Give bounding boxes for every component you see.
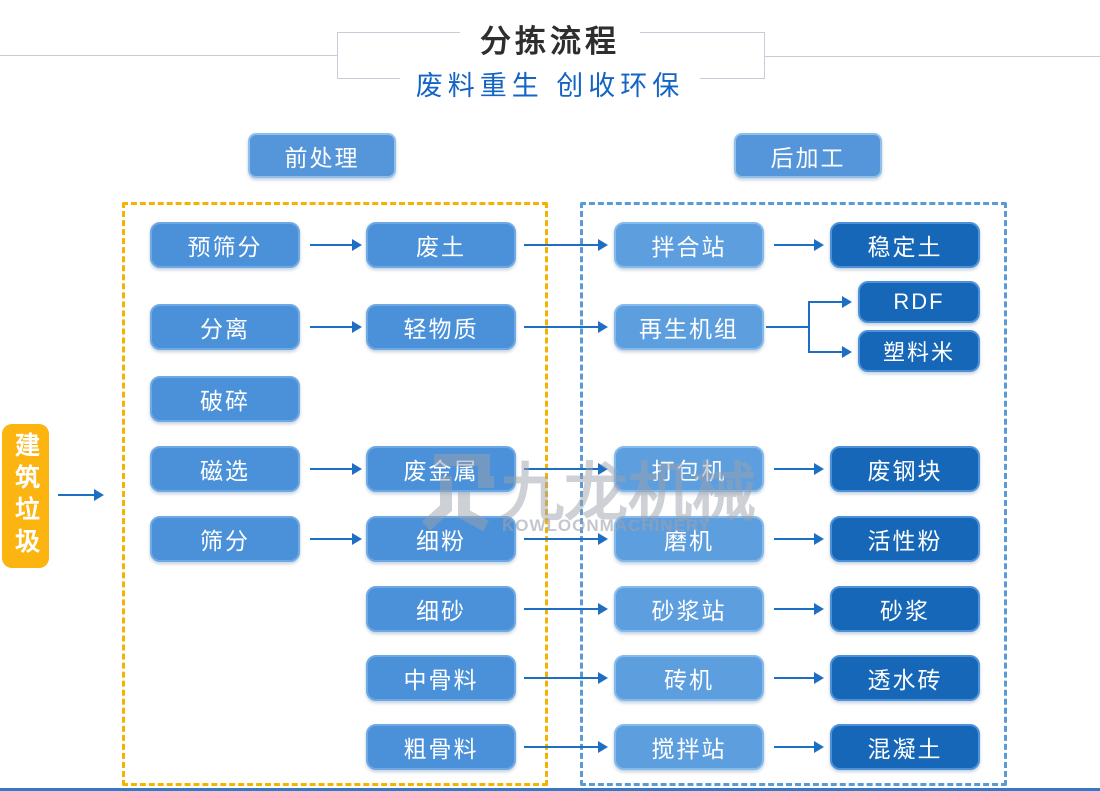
node-mortar: 砂浆 (830, 586, 980, 632)
node-mixing-station: 拌合站 (614, 222, 764, 268)
arrow-wastesoil-mixingstation (524, 239, 608, 251)
node-permeable-brick: 透水砖 (830, 655, 980, 701)
title-frame-left-line (0, 55, 337, 56)
fork-vertical-line (808, 301, 810, 353)
node-mixing-plant: 搅拌站 (614, 724, 764, 770)
arrow-coarseaggregate-mixingplant (524, 741, 608, 753)
node-crushing: 破碎 (150, 376, 300, 422)
node-plastic-pellets: 塑料米 (858, 330, 980, 372)
arrow-mortarstation-mortar (774, 603, 824, 615)
arrow-scrapmetal-baler (524, 463, 608, 475)
arrow-finepowder-mill (524, 533, 608, 545)
node-baler: 打包机 (614, 446, 764, 492)
arrow-magnetic-scrapmetal (310, 463, 362, 475)
section-label-pre-processing: 前处理 (248, 133, 396, 178)
node-scrap-metal: 废金属 (366, 446, 516, 492)
node-rdf: RDF (858, 281, 980, 323)
section-label-post-processing: 后加工 (734, 133, 882, 178)
node-magnetic-separation: 磁选 (150, 446, 300, 492)
title-frame-right-line (765, 56, 1100, 57)
fork-stub-line (766, 326, 809, 328)
node-fine-powder: 细粉 (366, 516, 516, 562)
page-title: 分拣流程 (0, 16, 1100, 61)
node-brick-machine: 砖机 (614, 655, 764, 701)
node-fine-sand: 细砂 (366, 586, 516, 632)
arrow-screening-finepowder (310, 533, 362, 545)
node-medium-aggregate: 中骨料 (366, 655, 516, 701)
arrow-prescreening-wastesoil (310, 239, 362, 251)
arrow-mixingplant-concrete (774, 741, 824, 753)
page-subtitle: 废料重生 创收环保 (0, 64, 1100, 103)
node-concrete: 混凝土 (830, 724, 980, 770)
node-waste-soil: 废土 (366, 222, 516, 268)
arrow-brickmachine-permeablebrick (774, 672, 824, 684)
arrow-regeneration-plasticpellets (808, 346, 852, 358)
post-processing-container (580, 202, 1007, 786)
node-active-powder: 活性粉 (830, 516, 980, 562)
node-mill: 磨机 (614, 516, 764, 562)
arrow-mediumaggregate-brickmachine (524, 672, 608, 684)
bottom-border-line (0, 788, 1100, 791)
node-regeneration-unit: 再生机组 (614, 304, 764, 350)
arrow-lightmaterial-regenerationunit (524, 321, 608, 333)
arrow-separation-lightmaterial (310, 321, 362, 333)
arrow-source-to-pre (58, 489, 104, 501)
node-stabilized-soil: 稳定土 (830, 222, 980, 268)
arrow-mill-activepowder (774, 533, 824, 545)
arrow-finesand-mortarstation (524, 603, 608, 615)
node-coarse-aggregate: 粗骨料 (366, 724, 516, 770)
node-mortar-station: 砂浆站 (614, 586, 764, 632)
node-pre-screening: 预筛分 (150, 222, 300, 268)
node-construction-waste: 建筑垃圾 (2, 424, 49, 568)
node-scrap-steel-block: 废钢块 (830, 446, 980, 492)
node-light-material: 轻物质 (366, 304, 516, 350)
pre-processing-container (122, 202, 548, 786)
arrow-baler-scrapsteel (774, 463, 824, 475)
node-separation: 分离 (150, 304, 300, 350)
node-screening: 筛分 (150, 516, 300, 562)
arrow-regeneration-rdf (808, 296, 852, 308)
arrow-mixingstation-stabilizedsoil (774, 239, 824, 251)
